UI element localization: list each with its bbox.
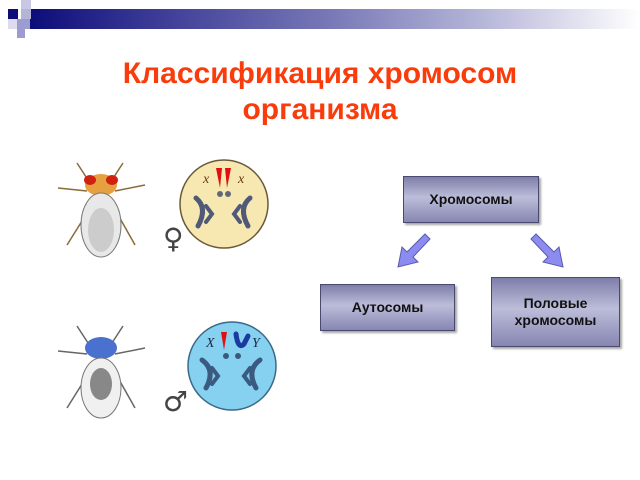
title-line-2: организма — [242, 93, 398, 126]
svg-text:Y: Y — [252, 336, 262, 351]
svg-text:x: x — [202, 172, 210, 187]
header-gradient-bar — [30, 9, 640, 29]
slide-title: Классификация хромосом организма — [0, 56, 640, 128]
female-fly-icon — [57, 162, 146, 258]
chromosomes-label: Хромосомы — [429, 191, 513, 207]
decor-square — [21, 0, 31, 9]
svg-text:X: X — [205, 336, 215, 351]
female-chromosome-cell-icon: x x — [179, 159, 269, 249]
sex-chromosomes-line-2: хромосомы — [514, 312, 597, 328]
male-symbol: ♂ — [163, 385, 189, 418]
arrow-down-right-icon — [530, 233, 564, 268]
arrow-down-left-icon — [397, 233, 431, 268]
autosomes-label: Аутосомы — [351, 299, 424, 315]
svg-text:x: x — [237, 172, 245, 187]
male-fly-icon — [57, 325, 146, 419]
female-symbol: ♀ — [163, 222, 184, 255]
sex-chromosomes-label: Половые хромосомы — [515, 295, 597, 329]
decor-square — [17, 19, 30, 29]
sex-chromosomes-line-1: Половые — [523, 295, 588, 311]
chromosomes-box: Хромосомы — [403, 176, 539, 223]
decor-square — [8, 19, 18, 29]
decor-square — [21, 9, 31, 19]
decor-square — [17, 29, 25, 38]
decor-square — [8, 9, 18, 19]
title-line-1: Классификация хромосом — [122, 57, 518, 90]
autosomes-box: Аутосомы — [320, 284, 455, 331]
male-chromosome-cell-icon: X Y — [187, 321, 277, 411]
sex-chromosomes-box: Половые хромосомы — [491, 277, 620, 347]
